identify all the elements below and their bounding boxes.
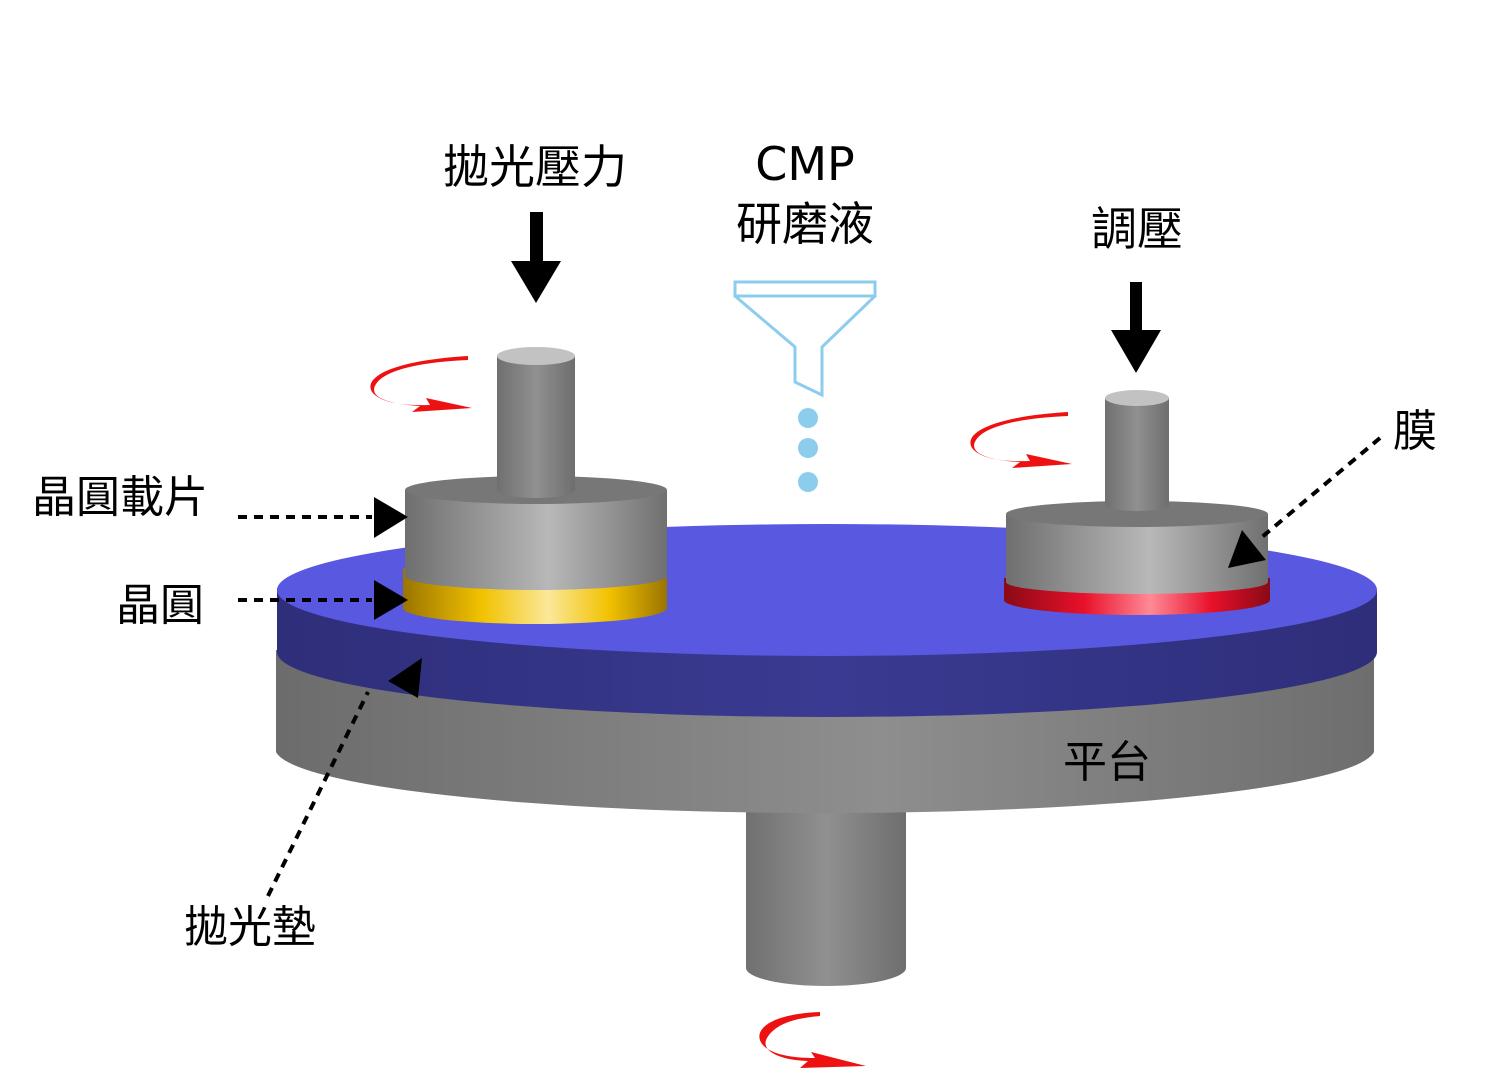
- slurry-label-line1: CMP: [755, 137, 855, 191]
- slurry-drops: [798, 408, 818, 492]
- wafer-carrier-leader: [238, 497, 408, 538]
- membrane-label: 膜: [1393, 406, 1437, 457]
- conditioning-pressure-arrow-icon: [1111, 282, 1161, 373]
- polishing-pad-label: 拋光墊: [184, 902, 316, 953]
- wafer-leader: [238, 580, 408, 620]
- polishing-pressure-label: 拋光壓力: [443, 140, 627, 194]
- platen-label: 平台: [1063, 737, 1151, 788]
- polishing-pressure-arrow-icon: [511, 212, 561, 303]
- conditioner: [1004, 390, 1270, 615]
- polishing-pad-leader: [266, 658, 422, 897]
- slurry-drop: [798, 472, 818, 492]
- platen-shaft: [746, 790, 906, 986]
- conditioner-rotation-arrow-icon: [970, 412, 1072, 468]
- platen-rotation-arrow-icon: [759, 1012, 866, 1068]
- conditioning-pressure-label: 調壓: [1091, 202, 1183, 256]
- wafer-label: 晶圓: [116, 580, 204, 631]
- slurry-drop: [798, 438, 818, 458]
- wafer-carrier-label: 晶圓載片: [32, 472, 208, 523]
- carrier-rotation-arrow-icon: [370, 356, 472, 412]
- wafer-carrier: [403, 347, 667, 624]
- slurry-funnel-icon: [733, 280, 877, 398]
- membrane-leader: [1228, 436, 1382, 568]
- slurry-drop: [798, 408, 818, 428]
- slurry-label-line2: 研磨液: [736, 197, 874, 251]
